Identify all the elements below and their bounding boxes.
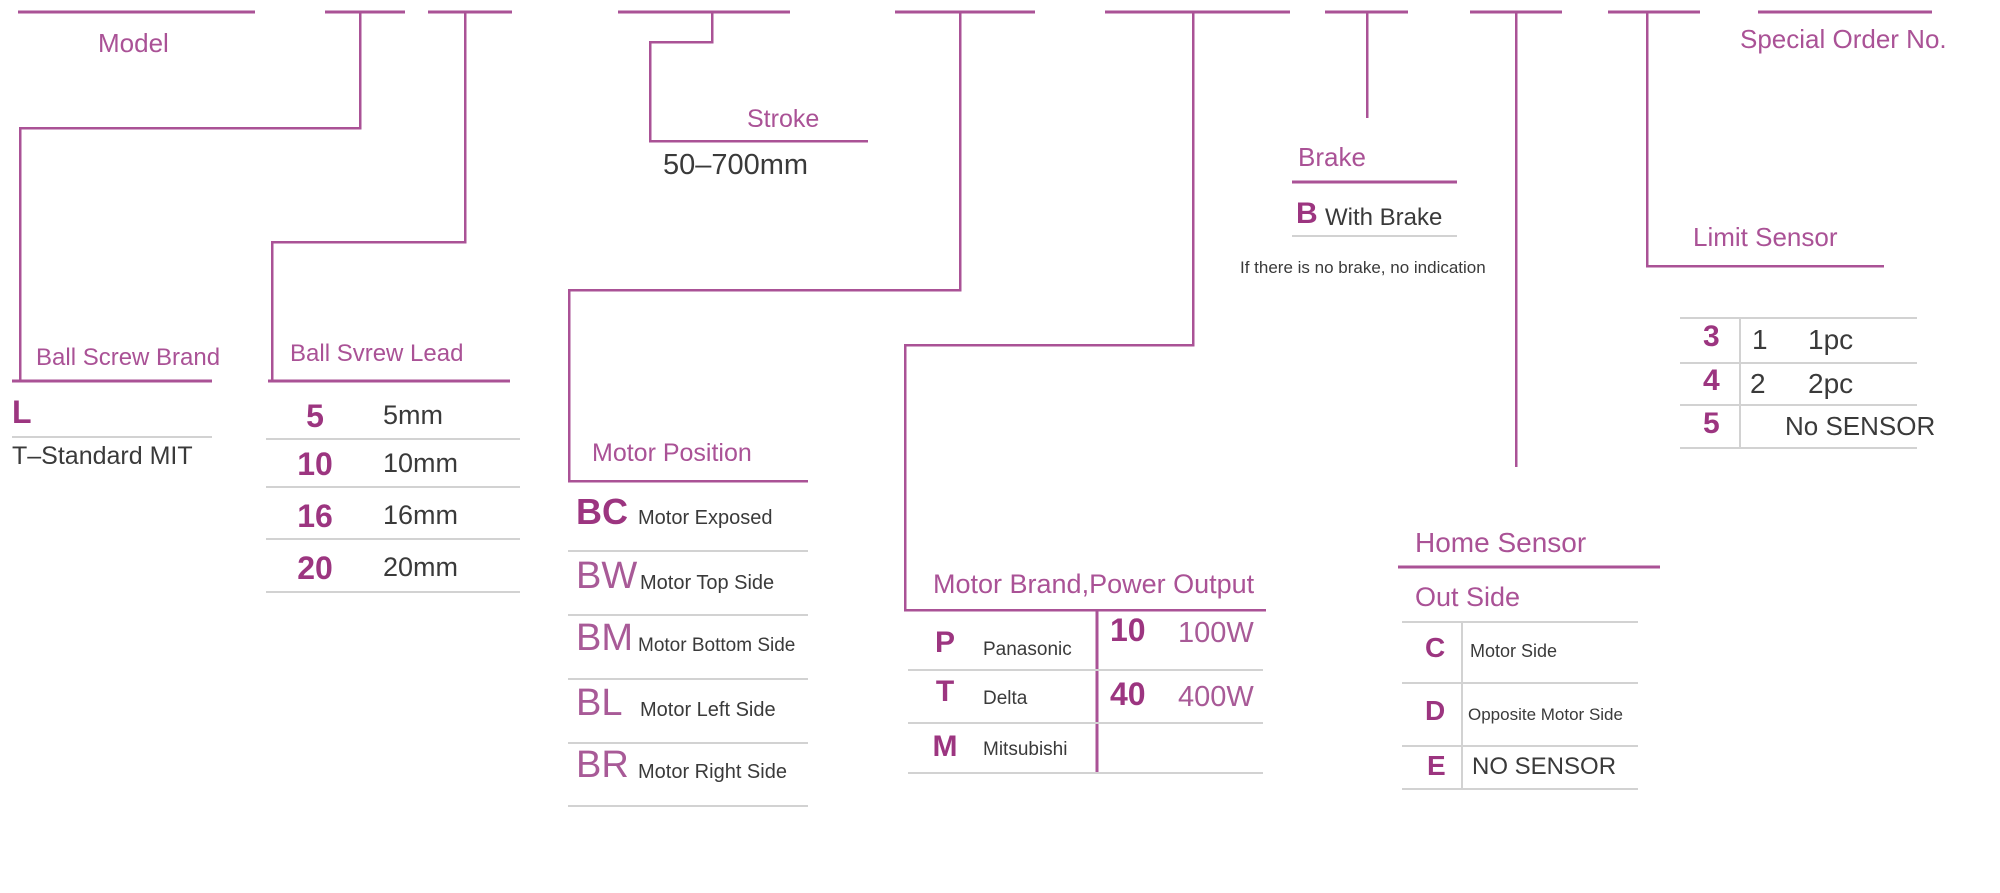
connector-limit-sensor	[1645, 12, 1884, 268]
limit-sensor-qty: 2	[1750, 368, 1766, 399]
motor-position-label: Motor Right Side	[638, 761, 787, 783]
limit-sensor-qty: 1	[1752, 324, 1768, 355]
ball-screw-brand-title: Ball Screw Brand	[36, 344, 221, 371]
lead-value: 5mm	[383, 400, 443, 430]
motor-position-label: Motor Top Side	[640, 572, 775, 594]
limit-sensor-code: 5	[1703, 407, 1720, 440]
motor-position-label: Motor Left Side	[640, 699, 776, 721]
lead-code: 16	[297, 498, 333, 534]
limit-sensor-code: 3	[1703, 320, 1720, 353]
lead-value: 10mm	[383, 448, 459, 478]
motor-position-code: BW	[576, 555, 638, 597]
home-sensor-title: Home Sensor	[1415, 527, 1587, 558]
brake-code: B	[1296, 197, 1318, 230]
connector-motor-position	[567, 12, 962, 483]
motor-position-code: BC	[576, 491, 628, 532]
brake-label: With Brake	[1325, 204, 1443, 231]
motor-position-code: BL	[576, 682, 623, 724]
lead-code: 10	[297, 446, 333, 482]
motor-brand-label: Mitsubishi	[983, 739, 1068, 760]
model-title: Model	[98, 28, 169, 58]
ball-screw-brand-code: L	[12, 394, 32, 430]
power-code: 10	[1110, 612, 1146, 648]
limit-sensor-label: 2pc	[1808, 368, 1854, 399]
home-sensor-code: D	[1425, 695, 1446, 726]
motor-brand-code: T	[935, 675, 955, 708]
lead-value: 16mm	[383, 500, 459, 530]
motor-position-title: Motor Position	[592, 439, 752, 467]
power-code: 40	[1110, 676, 1146, 712]
power-label: 100W	[1178, 617, 1254, 649]
lead-value: 20mm	[383, 552, 459, 582]
brake-title: Brake	[1298, 142, 1366, 172]
limit-sensor-title: Limit Sensor	[1693, 222, 1838, 252]
motor-brand-code: M	[932, 730, 958, 763]
motor-position-code: BM	[576, 617, 633, 659]
home-sensor-code: C	[1425, 632, 1446, 663]
connector-ball-screw-lead	[270, 12, 467, 381]
special-order-title: Special Order No.	[1740, 24, 1947, 54]
motor-brand-label: Delta	[983, 688, 1028, 709]
connector-stroke	[648, 12, 868, 143]
limit-sensor-label: No SENSOR	[1785, 411, 1936, 441]
ball-screw-lead-title: Ball Svrew Lead	[290, 340, 464, 367]
ball-screw-brand-desc: T–Standard MIT	[12, 442, 193, 470]
motor-brand-title: Motor Brand,Power Output	[933, 569, 1255, 599]
motor-position-code: BR	[576, 744, 629, 786]
stroke-range: 50–700mm	[663, 149, 809, 181]
home-sensor-label: Opposite Motor Side	[1468, 705, 1623, 724]
lead-code: 5	[306, 398, 324, 434]
connector-ball-screw-brand	[18, 12, 362, 381]
home-sensor-code: E	[1427, 750, 1446, 781]
motor-brand-code: P	[934, 626, 955, 659]
lead-code: 20	[297, 550, 333, 586]
home-sensor-subtitle: Out Side	[1415, 582, 1521, 612]
power-label: 400W	[1178, 681, 1254, 713]
motor-position-label: Motor Bottom Side	[638, 635, 796, 656]
motor-brand-label: Panasonic	[983, 639, 1072, 660]
motor-position-label: Motor Exposed	[638, 507, 773, 529]
home-sensor-label: NO SENSOR	[1472, 753, 1617, 780]
brake-note: If there is no brake, no indication	[1240, 258, 1486, 277]
limit-sensor-label: 1pc	[1808, 324, 1854, 355]
limit-sensor-code: 4	[1703, 364, 1720, 397]
stroke-title: Stroke	[747, 105, 820, 133]
home-sensor-label: Motor Side	[1470, 641, 1558, 661]
connector-motor-brand	[903, 12, 1266, 612]
